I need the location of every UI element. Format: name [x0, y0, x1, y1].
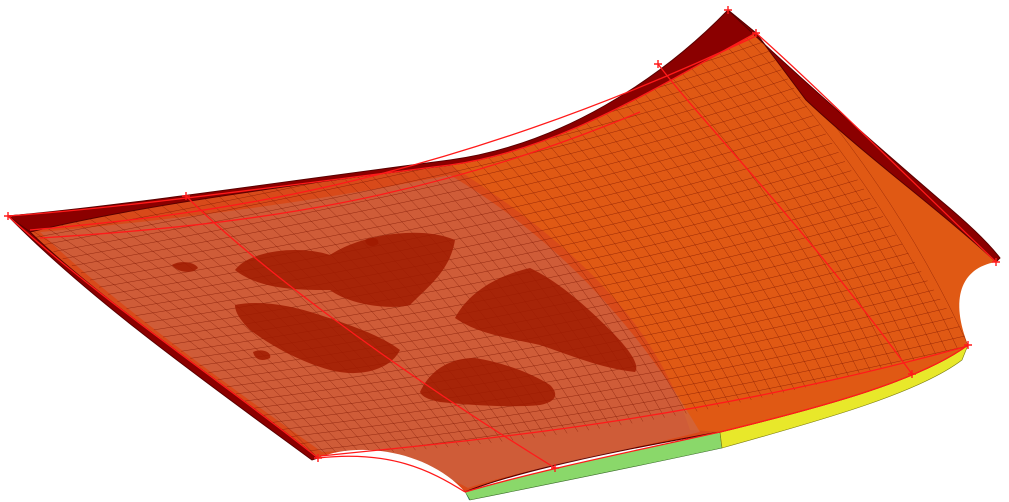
mesh-line-cross [643, 46, 871, 372]
mesh-line-cross [668, 43, 893, 366]
reinforcement-patch [420, 358, 556, 407]
hood-panel [4, 6, 1009, 502]
reinforcement-patch [235, 232, 455, 307]
feature-edge-line [657, 63, 913, 375]
reinforcement-patch [365, 237, 379, 247]
feature-edge-line [755, 32, 997, 263]
mesh-line-long [71, 96, 801, 267]
mesh-line-long [308, 335, 966, 452]
mesh-line-cross [705, 38, 925, 357]
node-marker [992, 258, 1000, 266]
mesh-line-cross [70, 192, 373, 454]
mesh-line-long [99, 124, 820, 288]
node-marker [654, 60, 662, 68]
mesh-line-cross [681, 41, 904, 363]
node-marker [314, 454, 322, 462]
mesh-line-long [117, 142, 833, 302]
node-marker [752, 29, 760, 37]
node-marker [724, 6, 732, 14]
mesh-line-cross [32, 206, 340, 457]
front-notch-right [959, 262, 1009, 345]
mesh-line-cross [730, 35, 947, 351]
mesh-line-long [108, 133, 826, 295]
reinforcement-patch [235, 303, 400, 374]
mesh-line-long [80, 106, 807, 274]
feature-edge-line [7, 32, 757, 217]
reinforcement-patch [172, 262, 198, 272]
reinforcement-patch [455, 268, 637, 372]
mesh-line-long [281, 308, 947, 430]
mesh-line-long [135, 161, 846, 316]
mesh-line-long [290, 317, 953, 437]
mesh-line-long [62, 87, 795, 259]
reinforcement-patch [253, 350, 271, 360]
mesh-line-long [126, 152, 839, 309]
mesh-line-cross [57, 197, 362, 455]
mesh-line-long [299, 326, 960, 445]
mesh-line-long [53, 78, 788, 252]
side-flange-right [727, 9, 1001, 263]
mesh-line-cross [8, 215, 319, 459]
mesh-line-cross [132, 170, 427, 450]
front-notch-left [300, 449, 470, 502]
feature-edge-line [39, 111, 641, 239]
mesh-line-cross [45, 201, 351, 456]
node-marker [4, 212, 12, 220]
feature-edge-line [7, 215, 319, 459]
feature-edge-line [29, 35, 757, 231]
mesh-line-cross [631, 48, 860, 374]
mesh-line-cross [743, 34, 958, 349]
mesh-line-cross [618, 50, 850, 377]
node-marker [908, 370, 916, 378]
node-marker [551, 464, 559, 472]
mesh-line-cross [718, 37, 936, 354]
mesh-line-cross [656, 45, 882, 369]
feature-edge-line [464, 344, 969, 493]
node-marker [964, 341, 972, 349]
mesh-line-cross [20, 211, 330, 458]
feature-edge-line [185, 195, 556, 469]
mesh-line-long [90, 115, 814, 281]
feature-edge-line [317, 455, 466, 493]
feature-edge-line [319, 345, 969, 457]
node-marker [182, 192, 190, 200]
mesh-line-cross [693, 40, 915, 360]
